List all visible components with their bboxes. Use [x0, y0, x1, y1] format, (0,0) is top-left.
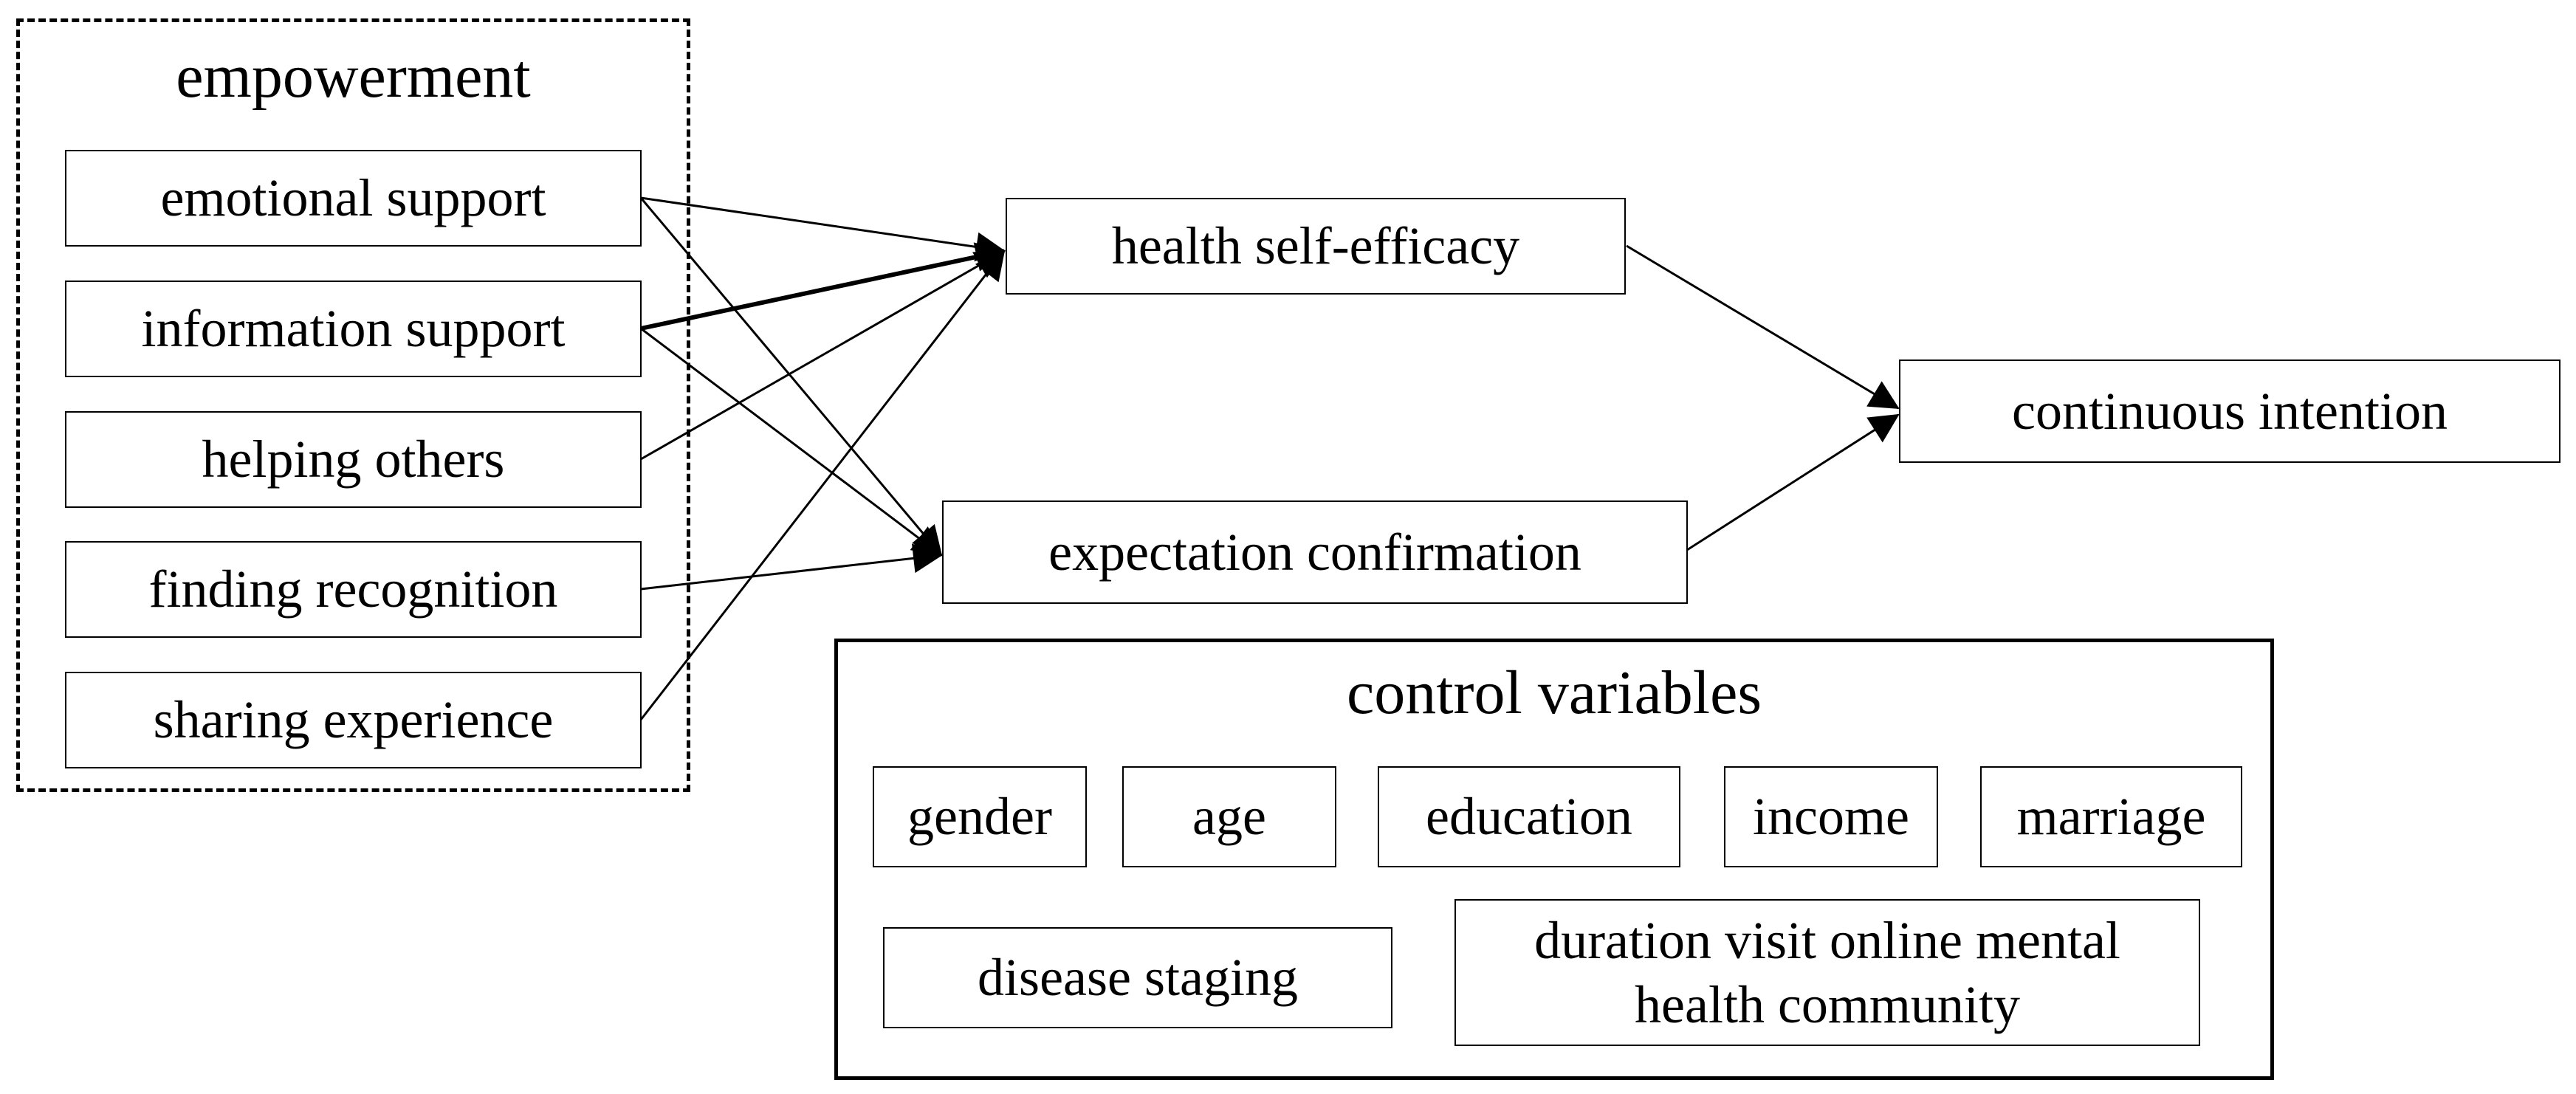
edge-sharing-to-efficacy [639, 250, 1006, 720]
control-marriage: marriage [1980, 766, 2242, 867]
control-variables-title: control variables [1346, 658, 1762, 727]
control-income: income [1724, 766, 1938, 867]
edge-information-to-efficacy [640, 242, 1006, 331]
edge-emotional-to-confirmation [639, 197, 943, 557]
node-finding-recognition: finding recognition [65, 541, 642, 638]
node-emotional-support: emotional support [65, 150, 642, 247]
node-helping-others: helping others [65, 411, 642, 508]
edge-information-to-confirmation [640, 327, 943, 557]
node-expectation-confirmation: expectation confirmation [942, 500, 1688, 604]
node-information-support: information support [65, 281, 642, 377]
control-education: education [1378, 766, 1680, 867]
control-duration-line1: duration visit online mental [1534, 911, 2120, 971]
empowerment-group [16, 18, 690, 792]
edge-confirmation-to-intention [1686, 413, 1900, 551]
control-age: age [1122, 766, 1336, 867]
node-continuous-intention: continuous intention [1899, 359, 2560, 463]
control-variables-group [834, 639, 2274, 1080]
control-disease-staging: disease staging [883, 927, 1392, 1028]
edge-helping-to-efficacy [640, 250, 1006, 461]
node-health-self-efficacy: health self-efficacy [1006, 198, 1626, 295]
node-sharing-experience: sharing experience [65, 672, 642, 768]
empowerment-title: empowerment [176, 42, 531, 111]
control-duration-line2: health community [1635, 974, 2020, 1034]
edge-finding-to-confirmation [640, 543, 943, 591]
control-duration-visit: duration visit online mental health comm… [1454, 899, 2200, 1046]
control-gender: gender [873, 766, 1087, 867]
edge-efficacy-to-intention [1626, 244, 1900, 410]
edge-emotional-to-efficacy [640, 196, 1006, 262]
